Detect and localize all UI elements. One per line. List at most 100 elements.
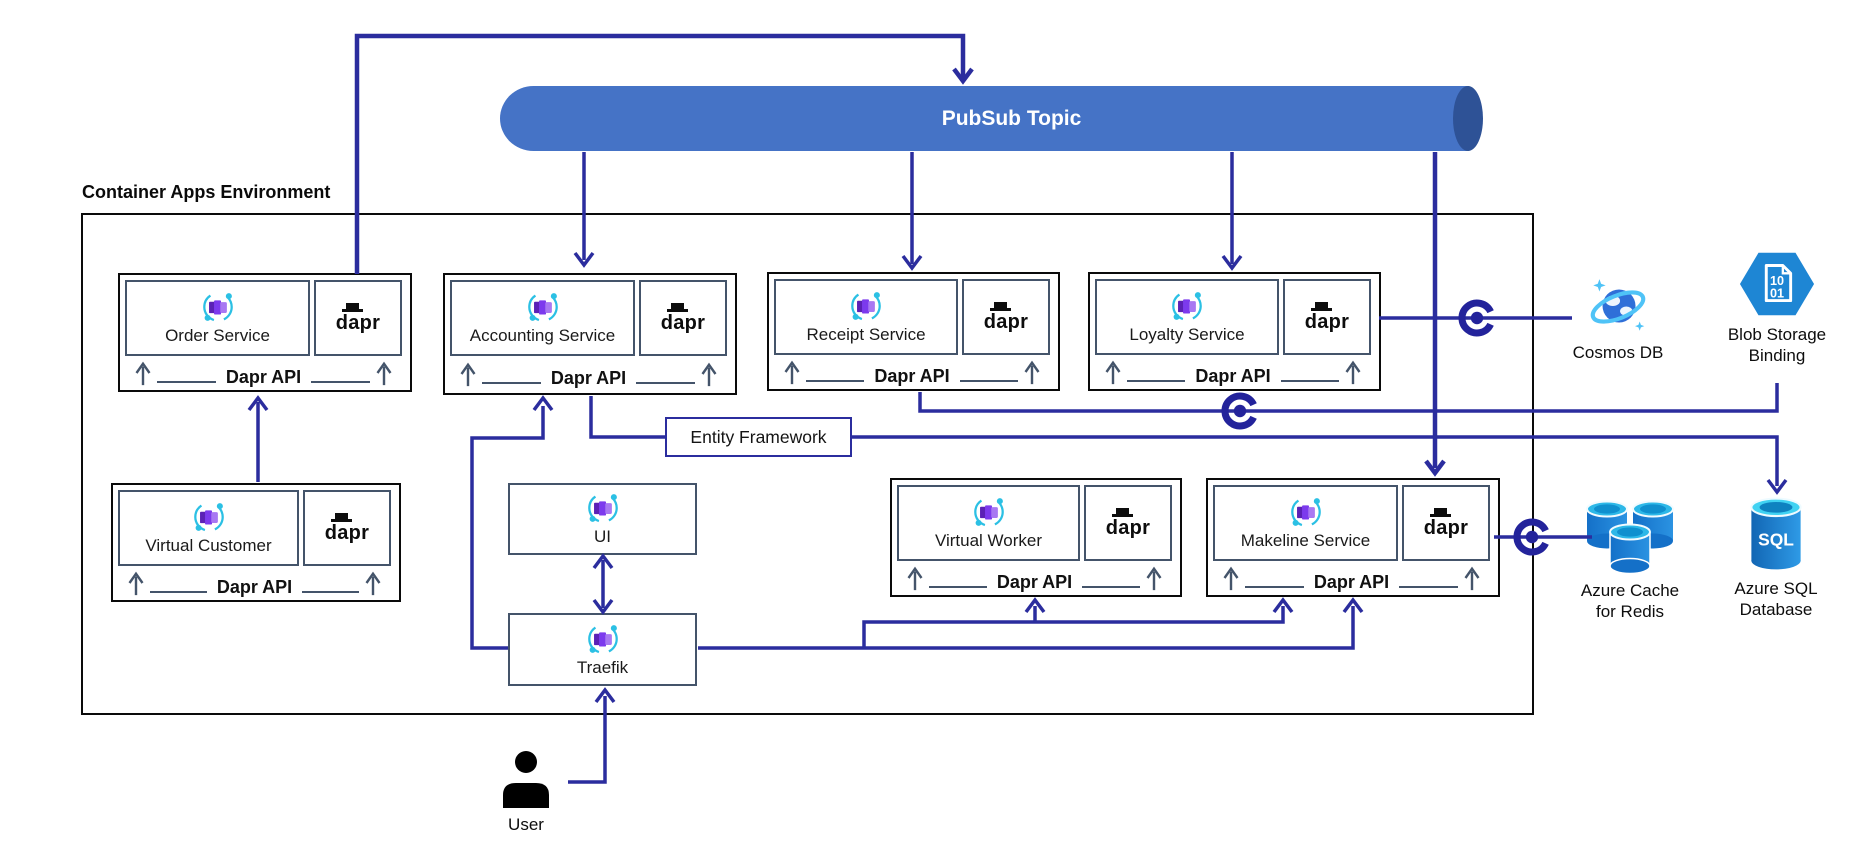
- dapr-api-row: Dapr API: [450, 360, 727, 393]
- dapr-api-row: Dapr API: [1095, 359, 1371, 391]
- container-app-box-receipt: Receipt Service: [774, 279, 958, 355]
- cosmos-db-node: Cosmos DB: [1558, 276, 1678, 363]
- pubsub-topic-label: PubSub Topic: [941, 106, 1082, 130]
- dapr-logo: dapr: [335, 302, 381, 334]
- container-app-box-virtual-worker: Virtual Worker: [897, 485, 1080, 561]
- sql-label-line2: Database: [1739, 600, 1813, 620]
- service-group-virtual-customer: Virtual Customer dapr Dapr API: [111, 483, 401, 602]
- blob-storage-icon: 10 01: [1739, 252, 1815, 316]
- dapr-api-row: Dapr API: [118, 570, 391, 602]
- redis-label: Azure Cache for Redis: [1581, 580, 1679, 623]
- up-arrow-icon: [363, 570, 383, 596]
- container-apps-icon: [586, 622, 620, 656]
- up-arrow-icon: [1221, 565, 1241, 591]
- container-apps-environment-label: Container Apps Environment: [82, 182, 331, 202]
- dapr-sidecar-box: dapr: [314, 280, 402, 356]
- service-group-virtual-worker: Virtual Worker dapr Dapr API: [890, 478, 1182, 597]
- up-arrow-icon: [782, 359, 802, 385]
- container-apps-icon: [1170, 289, 1204, 323]
- connector-segment: [959, 379, 1019, 382]
- service-name: UI: [594, 527, 611, 546]
- container-app-box-accounting: Accounting Service: [450, 280, 635, 356]
- blob-doc-text-top: 10: [1770, 274, 1784, 288]
- container-app-box-makeline: Makeline Service: [1213, 485, 1398, 561]
- service-group-makeline: Makeline Service dapr Dapr API: [1206, 478, 1500, 597]
- up-arrow-icon: [458, 361, 478, 387]
- dapr-api-row: Dapr API: [897, 565, 1172, 597]
- service-group-order: Order Service dapr Dapr API: [118, 273, 412, 392]
- traefik-box: Traefik: [508, 613, 697, 686]
- blob-doc-text-bottom: 01: [1770, 287, 1784, 301]
- blob-label-line2: Binding: [1748, 346, 1806, 366]
- service-group-receipt: Receipt Service dapr Dapr API: [767, 272, 1060, 391]
- up-arrow-icon: [126, 570, 146, 596]
- dapr-sidecar-box: dapr: [639, 280, 727, 356]
- container-apps-icon: [849, 289, 883, 323]
- dapr-logo: dapr: [1105, 507, 1151, 539]
- dapr-api-label: Dapr API: [550, 368, 627, 388]
- dapr-sidecar-box: dapr: [1283, 279, 1371, 355]
- service-name: Receipt Service: [806, 325, 926, 344]
- dapr-logo: dapr: [1423, 507, 1469, 539]
- redis-label-line2: for Redis: [1595, 602, 1665, 622]
- container-apps-icon: [972, 495, 1006, 529]
- dapr-api-label: Dapr API: [874, 366, 950, 386]
- container-app-box-loyalty: Loyalty Service: [1095, 279, 1279, 355]
- connector-segment: [482, 381, 541, 384]
- container-app-box-virtual-customer: Virtual Customer: [118, 490, 299, 566]
- connector-segment: [1245, 585, 1304, 588]
- connector-segment: [302, 590, 360, 593]
- redis-node: Azure Cache for Redis: [1558, 496, 1702, 623]
- service-name: Traefik: [576, 657, 629, 677]
- service-name: Virtual Customer: [145, 536, 272, 555]
- up-arrow-icon: [1343, 359, 1363, 385]
- dapr-logo: dapr: [324, 512, 370, 544]
- service-name: Accounting Service: [469, 326, 616, 345]
- connector-segment: [1082, 585, 1141, 588]
- container-apps-icon: [526, 290, 560, 324]
- container-apps-icon: [1289, 495, 1323, 529]
- connector-segment: [157, 380, 216, 383]
- dapr-sidecar-box: dapr: [962, 279, 1050, 355]
- user-label: User: [508, 815, 544, 834]
- blob-storage-label: Blob Storage Binding: [1728, 324, 1826, 367]
- connector-segment: [806, 379, 865, 382]
- up-arrow-icon: [1144, 565, 1164, 591]
- connector-segment: [1127, 379, 1186, 382]
- blob-storage-node: 10 01 Blob Storage Binding: [1702, 248, 1852, 367]
- entity-framework-label: Entity Framework: [690, 426, 827, 447]
- redis-label-line1: Azure Cache: [1580, 581, 1680, 600]
- dapr-sidecar-box: dapr: [303, 490, 391, 566]
- sql-badge: SQL: [1758, 529, 1794, 549]
- dapr-logo: dapr: [983, 301, 1029, 333]
- arrowhead-down-pubsub: [952, 67, 974, 85]
- service-group-accounting: Accounting Service dapr Dapr API: [443, 273, 737, 395]
- user-icon: [503, 751, 549, 808]
- service-group-loyalty: Loyalty Service dapr Dapr API: [1088, 272, 1381, 391]
- service-name: Virtual Worker: [934, 531, 1043, 550]
- up-arrow-icon: [1462, 565, 1482, 591]
- dapr-logo: dapr: [1304, 301, 1350, 333]
- connector-segment: [311, 380, 371, 383]
- pubsub-topic-cylinder: PubSub Topic: [500, 86, 1483, 151]
- sql-database-icon: SQL: [1750, 497, 1802, 570]
- container-apps-icon: [201, 290, 235, 324]
- service-name: Makeline Service: [1240, 531, 1371, 550]
- dapr-sidecar-box: dapr: [1084, 485, 1172, 561]
- sql-label: Azure SQL Database: [1734, 578, 1817, 621]
- service-name: Loyalty Service: [1129, 325, 1245, 344]
- up-arrow-icon: [374, 360, 394, 386]
- arrowhead-down-sql: [1766, 478, 1788, 495]
- pubsub-cylinder-cap: [1453, 86, 1483, 151]
- dapr-api-row: Dapr API: [1213, 565, 1490, 597]
- dapr-logo: dapr: [660, 302, 706, 334]
- cosmos-db-label: Cosmos DB: [1572, 343, 1664, 362]
- dapr-sidecar-box: dapr: [1402, 485, 1490, 561]
- connector-segment: [929, 585, 987, 588]
- sql-node: SQL Azure SQL Database: [1706, 494, 1846, 621]
- blob-label-line1: Blob Storage: [1727, 325, 1827, 344]
- container-apps-icon: [192, 500, 226, 534]
- connector-segment: [1280, 379, 1340, 382]
- ui-box: UI: [508, 483, 697, 555]
